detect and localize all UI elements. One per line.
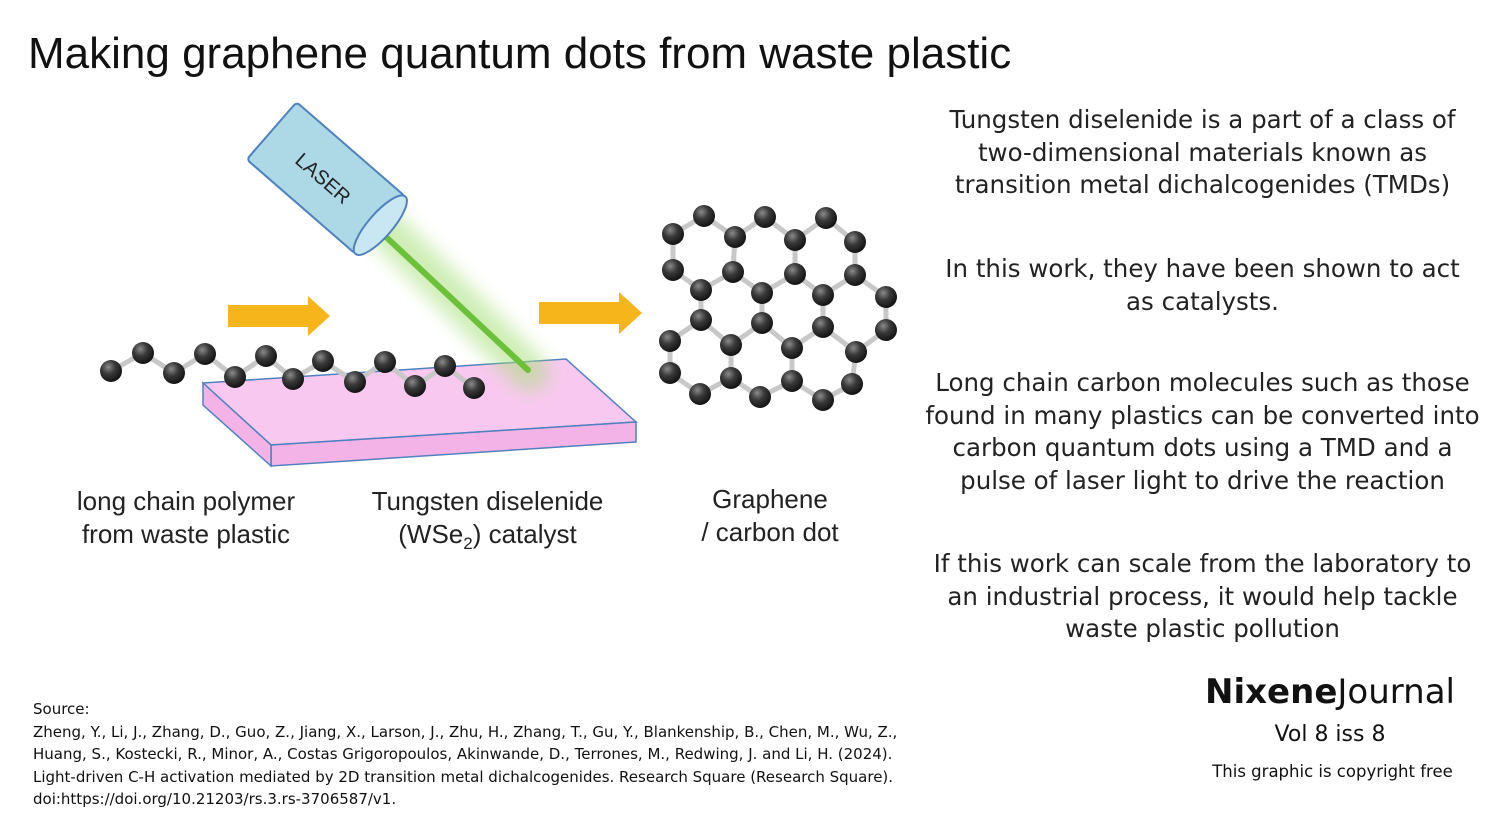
catalyst-side-face: [202, 381, 272, 468]
info-conversion: Long chain carbon molecules such as thos…: [925, 368, 1480, 495]
carbon-atom: [312, 350, 334, 372]
carbon-atom: [659, 330, 681, 352]
catalyst-slab: [201, 358, 638, 468]
carbon-atom: [720, 367, 742, 389]
volume-issue: Vol 8 iss 8: [1274, 722, 1386, 747]
carbon-atom: [845, 341, 867, 363]
carbon-atom: [844, 264, 866, 286]
carbon-atom: [132, 342, 154, 364]
carbon-atom: [749, 386, 771, 408]
carbon-atom: [434, 355, 456, 377]
carbon-atom: [784, 263, 806, 285]
carbon-atom: [100, 360, 122, 382]
graphene-dot: [659, 205, 897, 411]
carbon-atom: [875, 286, 897, 308]
carbon-atom: [751, 312, 773, 334]
page-title: Making graphene quantum dots from waste …: [28, 29, 1012, 78]
carbon-atom: [344, 371, 366, 393]
carbon-atom: [751, 282, 773, 304]
carbon-atom: [690, 279, 712, 301]
label-catalyst: Tungsten diselenide (WSe2) catalyst: [371, 486, 604, 554]
carbon-atom: [841, 373, 863, 395]
arrow-icon: [228, 296, 330, 336]
carbon-atom: [724, 226, 746, 248]
info-catalysts: In this work, they have been shown to ac…: [945, 254, 1460, 316]
carbon-atom: [690, 309, 712, 331]
label-carbon-dot: Graphene / carbon dot: [701, 484, 839, 547]
carbon-atom: [812, 316, 834, 338]
carbon-atom: [374, 351, 396, 373]
carbon-atom: [194, 343, 216, 365]
carbon-atom: [722, 261, 744, 283]
carbon-atom: [812, 389, 834, 411]
copyright-note: This graphic is copyright free: [1212, 762, 1453, 781]
laser-device: LASER: [247, 102, 408, 256]
carbon-atom: [463, 377, 485, 399]
carbon-atom: [781, 370, 803, 392]
carbon-atom: [784, 229, 806, 251]
carbon-atom: [662, 223, 684, 245]
polymer-chain: [100, 342, 485, 399]
laser-beam: [353, 196, 549, 391]
carbon-atom: [689, 383, 711, 405]
info-scale: If this work can scale from the laborato…: [933, 549, 1472, 643]
info-tmd-class: Tungsten diselenide is a part of a class…: [949, 105, 1456, 199]
carbon-atom: [812, 284, 834, 306]
carbon-atom: [693, 205, 715, 227]
label-polymer: long chain polymer from waste plastic: [76, 486, 296, 549]
carbon-atom: [781, 337, 803, 359]
source-citation: Source: Zheng, Y., Li, J., Zhang, D., Gu…: [33, 698, 1013, 811]
carbon-atom: [163, 362, 185, 384]
carbon-atom: [404, 375, 426, 397]
reaction-diagram: LASER: [100, 102, 897, 468]
carbon-atom: [875, 319, 897, 341]
doi-link[interactable]: doi:https://doi.org/10.21203/rs.3.rs-370…: [33, 790, 397, 808]
carbon-atom: [282, 368, 304, 390]
arrow-icon: [539, 292, 642, 334]
carbon-atom: [754, 206, 776, 228]
brand-logo: NixeneJournal: [1205, 672, 1455, 712]
carbon-atom: [255, 345, 277, 367]
carbon-atom: [224, 366, 246, 388]
carbon-atom: [720, 334, 742, 356]
carbon-atom: [815, 207, 837, 229]
carbon-atom: [844, 231, 866, 253]
carbon-atom: [659, 362, 681, 384]
carbon-atom: [662, 259, 684, 281]
